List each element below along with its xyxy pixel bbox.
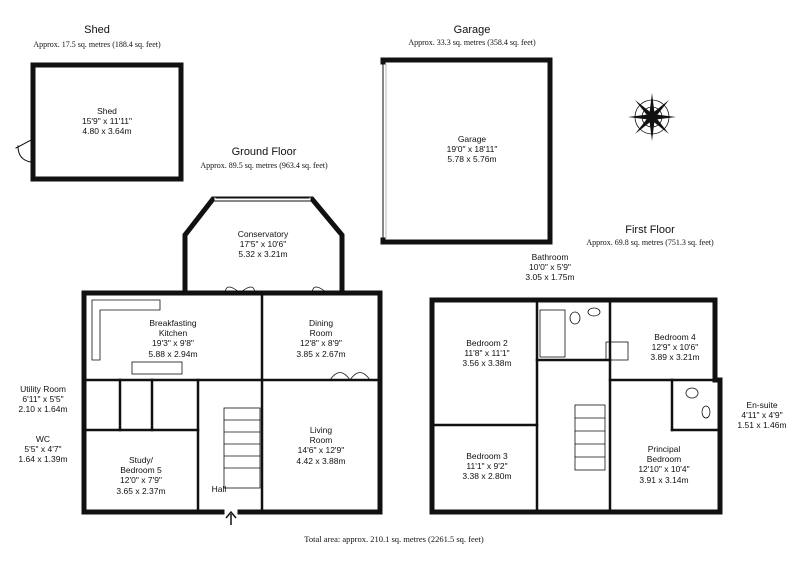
garage-walls xyxy=(380,57,553,245)
shed-room-label: Shed 15'9" x 11'11" 4.80 x 3.64m xyxy=(81,106,133,137)
bedroom-3-label: Bedroom 3 11'1" x 9'2" 3.38 x 2.80m xyxy=(462,451,512,482)
dining-room-label: Dining Room 12'8" x 8'9" 3.85 x 2.67m xyxy=(296,318,346,359)
compass-rose-icon xyxy=(628,93,676,141)
wc-label: WC 5'5" x 4'7" 1.64 x 1.39m xyxy=(18,434,68,465)
ground-floor-area: Approx. 89.5 sq. metres (963.4 sq. feet) xyxy=(200,161,328,170)
utility-room-label: Utility Room 6'11" x 5'5" 2.10 x 1.64m xyxy=(18,384,68,415)
shower-tray xyxy=(605,341,629,361)
shed-heading: Shed xyxy=(84,24,110,36)
shed-area: Approx. 17.5 sq. metres (188.4 sq. feet) xyxy=(33,40,161,49)
first-floor-heading: First Floor xyxy=(625,224,675,236)
bathtub xyxy=(539,309,566,358)
ground-floor-stairs xyxy=(223,407,261,489)
conservatory-label: Conservatory 17'5" x 10'6" 5.32 x 3.21m xyxy=(237,229,289,260)
ensuite-label: En-suite 4'11" x 4'9" 1.51 x 1.46m xyxy=(737,400,787,431)
living-room-label: Living Room 14'6" x 12'9" 4.42 x 3.88m xyxy=(296,425,346,466)
kitchen-label: Breakfasting Kitchen 19'3" x 9'8" 5.88 x… xyxy=(148,318,198,359)
first-floor-stairs xyxy=(574,404,606,471)
kitchen-worktop xyxy=(91,299,161,361)
garage-heading: Garage xyxy=(453,24,491,36)
garage-area: Approx. 33.3 sq. metres (358.4 sq. feet) xyxy=(408,38,536,47)
entrance-arrow xyxy=(225,510,237,525)
study-label: Study/ Bedroom 5 12'0" x 7'9" 3.65 x 2.3… xyxy=(116,455,166,496)
hall-label: Hall xyxy=(211,484,227,494)
first-floor-internal-walls xyxy=(432,300,720,512)
first-floor-walls xyxy=(429,297,723,515)
shed-walls xyxy=(30,62,184,182)
bedroom-4-label: Bedroom 4 12'9" x 10'6" 3.89 x 3.21m xyxy=(650,332,700,363)
shed-door-swing xyxy=(15,139,32,163)
bathroom-label: Bathroom 10'0" x 5'9" 3.05 x 1.75m xyxy=(525,252,575,283)
principal-bedroom-label: Principal Bedroom 12'10" x 10'4" 3.91 x … xyxy=(638,444,690,485)
ground-floor-heading: Ground Floor xyxy=(231,146,297,158)
ground-floor-internal-walls xyxy=(84,291,380,512)
total-area: Total area: approx. 210.1 sq. metres (22… xyxy=(304,534,484,544)
ground-floor-walls xyxy=(81,290,383,515)
first-floor-area: Approx. 69.8 sq. metres (751.3 sq. feet) xyxy=(586,238,714,247)
garage-room-label: Garage 19'0" x 18'11" 5.78 x 5.76m xyxy=(446,134,498,165)
bedroom-2-label: Bedroom 2 11'8" x 11'1" 3.56 x 3.38m xyxy=(462,338,512,369)
